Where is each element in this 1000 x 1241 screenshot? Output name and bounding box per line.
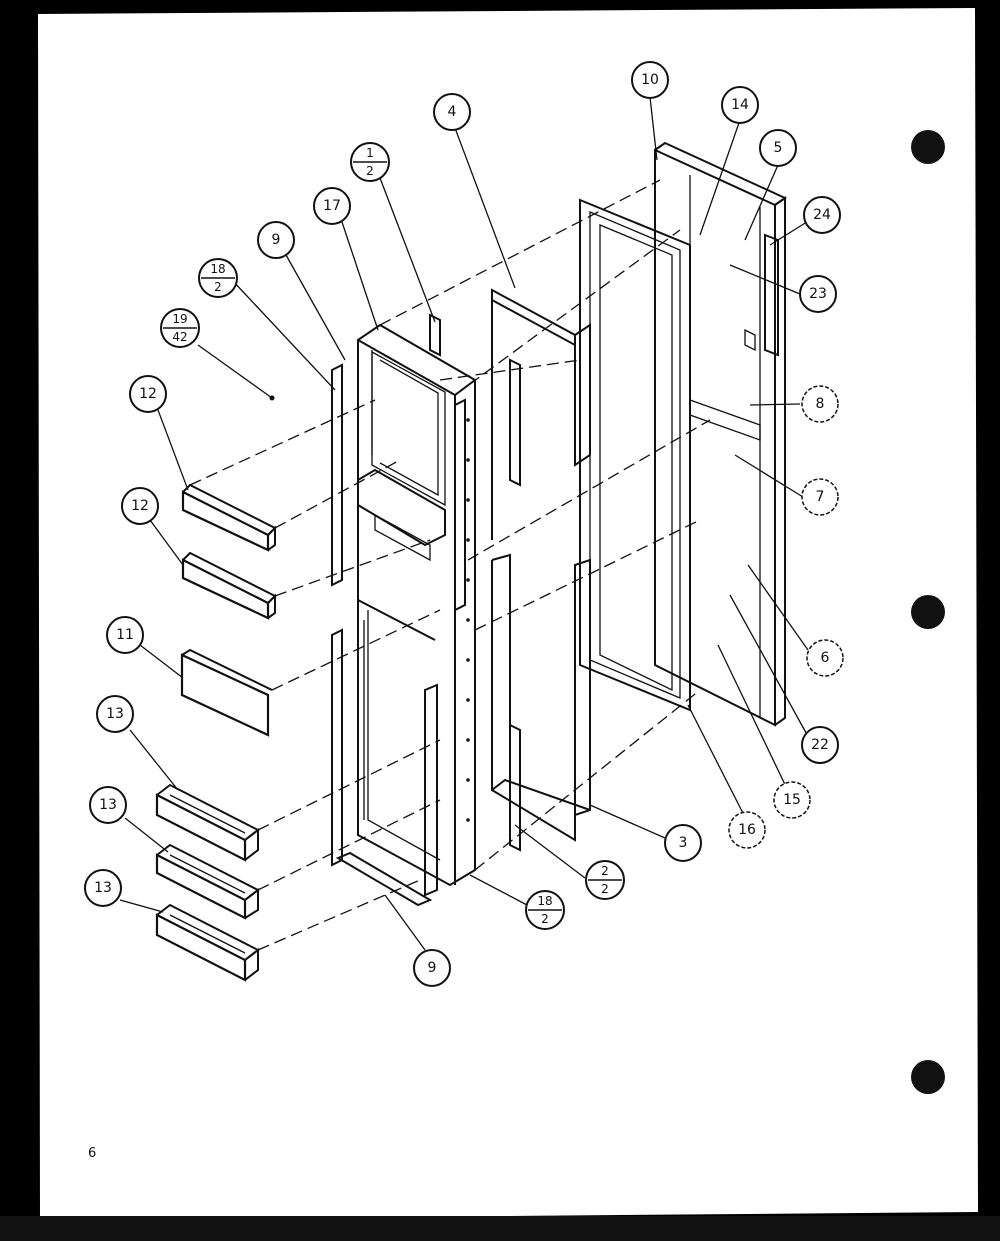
- svg-text:16: 16: [738, 822, 756, 838]
- right-trim-strip-bottom: [424, 683, 438, 897]
- callout-13-middle: 13: [89, 786, 127, 824]
- svg-text:2: 2: [541, 912, 549, 926]
- svg-text:1: 1: [366, 146, 374, 160]
- bottom-scan-strip: [0, 1216, 1000, 1241]
- door-liner-frame: [491, 288, 591, 852]
- svg-text:8: 8: [816, 396, 825, 412]
- svg-text:9: 9: [272, 232, 281, 248]
- callout-17: 17: [313, 187, 351, 225]
- callout-9-top: 9: [257, 221, 295, 259]
- callout-13-top: 13: [96, 695, 134, 733]
- fraction-callout-19-42: 19 42: [160, 308, 200, 348]
- svg-text:13: 13: [94, 880, 112, 896]
- svg-text:12: 12: [139, 386, 157, 402]
- fraction-callout-1-2: 1 2: [350, 142, 390, 182]
- svg-text:2: 2: [214, 280, 222, 294]
- svg-text:42: 42: [172, 330, 187, 344]
- svg-text:15: 15: [783, 792, 801, 808]
- svg-text:7: 7: [816, 489, 825, 505]
- svg-text:22: 22: [811, 737, 829, 753]
- shelf-bin-lower: [181, 551, 277, 620]
- door-bin-middle: [155, 843, 260, 920]
- svg-text:19: 19: [172, 312, 187, 326]
- svg-text:13: 13: [106, 706, 124, 722]
- binder-hole-top: [911, 130, 945, 164]
- callout-15: 15: [773, 781, 811, 819]
- callout-7: 7: [801, 478, 839, 516]
- shelf-bin-upper: [181, 483, 277, 552]
- fraction-callout-18-2-bottom: 18 2: [525, 890, 565, 930]
- door-bin-bottom: [155, 903, 260, 982]
- callout-10: 10: [631, 61, 669, 99]
- callout-6: 6: [806, 639, 844, 677]
- svg-text:2: 2: [601, 864, 609, 878]
- left-trim-strip-top: [331, 363, 343, 587]
- svg-text:5: 5: [774, 140, 783, 156]
- binder-hole-middle: [911, 595, 945, 629]
- callout-4: 4: [433, 93, 471, 131]
- callout-24: 24: [803, 196, 841, 234]
- svg-text:18: 18: [210, 262, 225, 276]
- callout-22: 22: [801, 726, 839, 764]
- svg-text:9: 9: [428, 960, 437, 976]
- callout-9-bottom: 9: [413, 949, 451, 987]
- svg-text:6: 6: [821, 650, 830, 666]
- svg-text:2: 2: [366, 164, 374, 178]
- fraction-callout-2-2: 2 2: [585, 860, 625, 900]
- leader-lines: [119, 96, 811, 951]
- svg-text:17: 17: [323, 198, 341, 214]
- svg-text:13: 13: [99, 797, 117, 813]
- callout-14: 14: [721, 86, 759, 124]
- callout-5: 5: [759, 129, 797, 167]
- screw-19-42: [269, 395, 275, 401]
- svg-text:23: 23: [809, 286, 827, 302]
- right-trim-strip-top: [454, 398, 466, 612]
- callout-16: 16: [728, 811, 766, 849]
- svg-text:3: 3: [679, 835, 688, 851]
- bottom-trim-strip: [335, 851, 433, 907]
- page-number: 6: [88, 1146, 96, 1161]
- svg-text:24: 24: [813, 207, 831, 223]
- fraction-callout-18-2-top: 18 2: [198, 258, 238, 298]
- callout-11: 11: [106, 616, 144, 654]
- binder-hole-bottom: [911, 1060, 945, 1094]
- callout-13-bottom: 13: [84, 869, 122, 907]
- dairy-bin: [180, 648, 273, 737]
- callout-8: 8: [801, 385, 839, 423]
- callout-12-lower: 12: [121, 487, 159, 525]
- assembly-guide-lines: [189, 179, 711, 951]
- svg-text:2: 2: [601, 882, 609, 896]
- svg-text:11: 11: [116, 627, 134, 643]
- svg-text:10: 10: [641, 72, 659, 88]
- svg-text:12: 12: [131, 498, 149, 514]
- callout-23: 23: [799, 275, 837, 313]
- svg-text:14: 14: [731, 97, 749, 113]
- callout-12-upper: 12: [129, 375, 167, 413]
- svg-text:4: 4: [448, 104, 457, 120]
- door-bin-top: [155, 783, 260, 862]
- svg-text:18: 18: [537, 894, 552, 908]
- callout-3: 3: [664, 824, 702, 862]
